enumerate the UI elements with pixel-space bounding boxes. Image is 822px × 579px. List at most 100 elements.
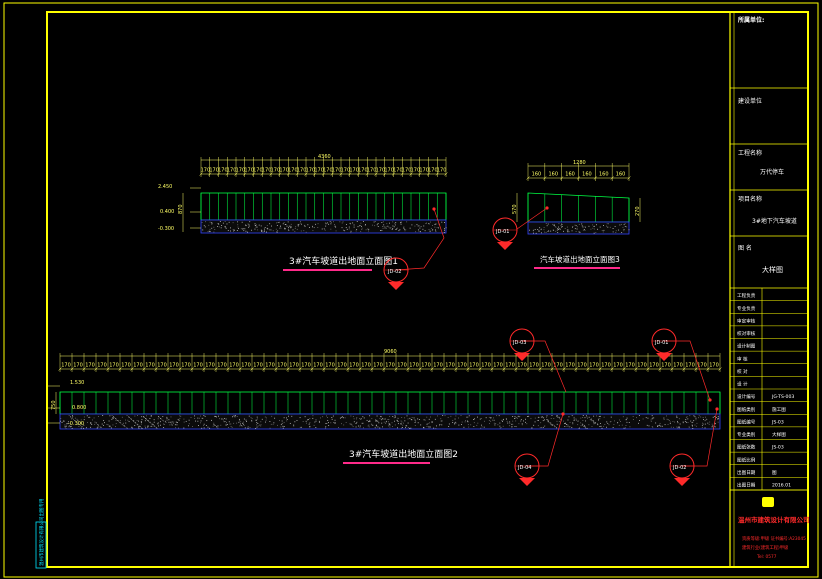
spacing-dim: 170 [529,363,539,369]
spacing-dim: 170 [289,363,299,369]
spacing-dim: 170 [262,168,272,174]
e2-title: 3#汽车坡道出地面立面图2 [349,448,458,460]
e1-level-mid: 0.400 [160,209,174,215]
spacing-dim: 170 [384,168,394,174]
spacing-dim: 170 [589,363,599,369]
tb-row-label: 出图日期 [737,469,756,476]
e1-height-dim: 870 [178,204,184,214]
left-stamp-strip [35,521,47,569]
tb-row-value: JS-03 [771,445,784,451]
tb-drawing-name: 大样图 [762,265,783,274]
spacing-dim: 170 [244,168,254,174]
tb-row-label: 审 核 [737,355,748,362]
tb-row-label: 设计编号 [737,393,756,400]
spacing-dim: 170 [349,363,359,369]
spacing-dim: 170 [493,363,503,369]
spacing-dim: 170 [288,168,298,174]
spacing-dim: 170 [157,363,167,369]
tb-project-item-label: 项目名称 [738,195,762,203]
tb-row-label: 审定审核 [737,317,756,324]
spacing-dim: 160 [599,172,609,178]
e2-level-low: -0.300 [68,421,84,427]
tb-row-label: 设 计 [737,381,748,388]
spacing-dim: 170 [229,363,239,369]
e3-overall-dim: 1280 [573,160,586,166]
e3-height-dim: 570 [512,204,518,214]
spacing-dim: 170 [505,363,515,369]
spacing-dim: 170 [565,363,575,369]
inner-frame [46,11,809,568]
company-line1: 资质等级:甲级 证书编号:A23045 [742,535,806,542]
e1-callout-arrow [388,282,404,290]
tb-row-label: 图纸比例 [737,456,756,463]
spacing-dim: 170 [236,168,246,174]
spacing-dim: 160 [582,172,592,178]
spacing-dim: 170 [297,168,307,174]
tb-project-item: 3#地下汽车坡道 [752,217,797,225]
spacing-dim: 170 [97,363,107,369]
spacing-dim: 170 [649,363,659,369]
company-line2: 建筑行业(建筑工程)甲级 [742,544,789,551]
spacing-dim: 170 [421,363,431,369]
outer-frame [3,2,819,578]
spacing-dim: 170 [133,363,143,369]
spacing-dim: 170 [218,168,228,174]
e3-callout-label: JD-01 [495,229,510,235]
tb-row-label: 图纸张数 [737,444,756,451]
spacing-dim: 170 [349,168,359,174]
spacing-dim: 170 [277,363,287,369]
spacing-dim: 170 [419,168,429,174]
spacing-dim: 170 [577,363,587,369]
spacing-dim: 170 [433,363,443,369]
spacing-dim: 170 [601,363,611,369]
e2-height-dim: 750 [51,400,57,410]
e2-callout-jd03-label: JD-03 [512,340,527,346]
tb-row-value: JS-03 [771,419,784,425]
spacing-dim: 170 [367,168,377,174]
spacing-dim: 170 [376,168,386,174]
tb-row-label: 校 对 [737,368,748,375]
tb-row-label: 图纸类别 [737,406,756,413]
spacing-dim: 170 [325,363,335,369]
spacing-dim: 170 [121,363,131,369]
tb-row-value: 2016.01 [772,483,791,489]
spacing-dim: 170 [217,363,227,369]
spacing-dim: 170 [697,363,707,369]
spacing-dim: 170 [457,363,467,369]
spacing-dim: 170 [306,168,316,174]
spacing-dim: 170 [253,363,263,369]
tb-row-label: 图纸编号 [737,418,756,425]
spacing-dim: 170 [271,168,281,174]
e3-callout-arrow [497,242,513,250]
spacing-dim: 170 [241,363,251,369]
spacing-dim: 170 [301,363,311,369]
spacing-dim: 170 [265,363,275,369]
spacing-dim: 170 [313,363,323,369]
e3-right-dim: 270 [635,206,641,216]
e1-callout-leader [395,208,445,271]
spacing-dim: 170 [385,363,395,369]
spacing-dim: 160 [532,172,542,178]
company-line3: Tel: 0577 [756,554,777,560]
tb-drawing-name-label: 图 名 [738,244,752,252]
spacing-dim: 170 [553,363,563,369]
spacing-dim: 170 [409,363,419,369]
spacing-dim: 170 [145,363,155,369]
tb-row-value: 图 [772,470,777,476]
spacing-dim: 170 [541,363,551,369]
company-logo [762,497,774,507]
spacing-dim: 170 [341,168,351,174]
spacing-dim: 170 [193,363,203,369]
e2-callout-jd01-label: JD-01 [654,340,669,346]
spacing-dim: 170 [637,363,647,369]
tb-top-label: 所属单位: [738,16,764,24]
e1-overall-dim: 4360 [318,154,331,160]
spacing-dim: 170 [253,168,263,174]
spacing-dim: 170 [332,168,342,174]
spacing-dim: 170 [411,168,421,174]
e2-callout-jd04-label: JD-04 [517,465,532,471]
spacing-dim: 170 [469,363,479,369]
